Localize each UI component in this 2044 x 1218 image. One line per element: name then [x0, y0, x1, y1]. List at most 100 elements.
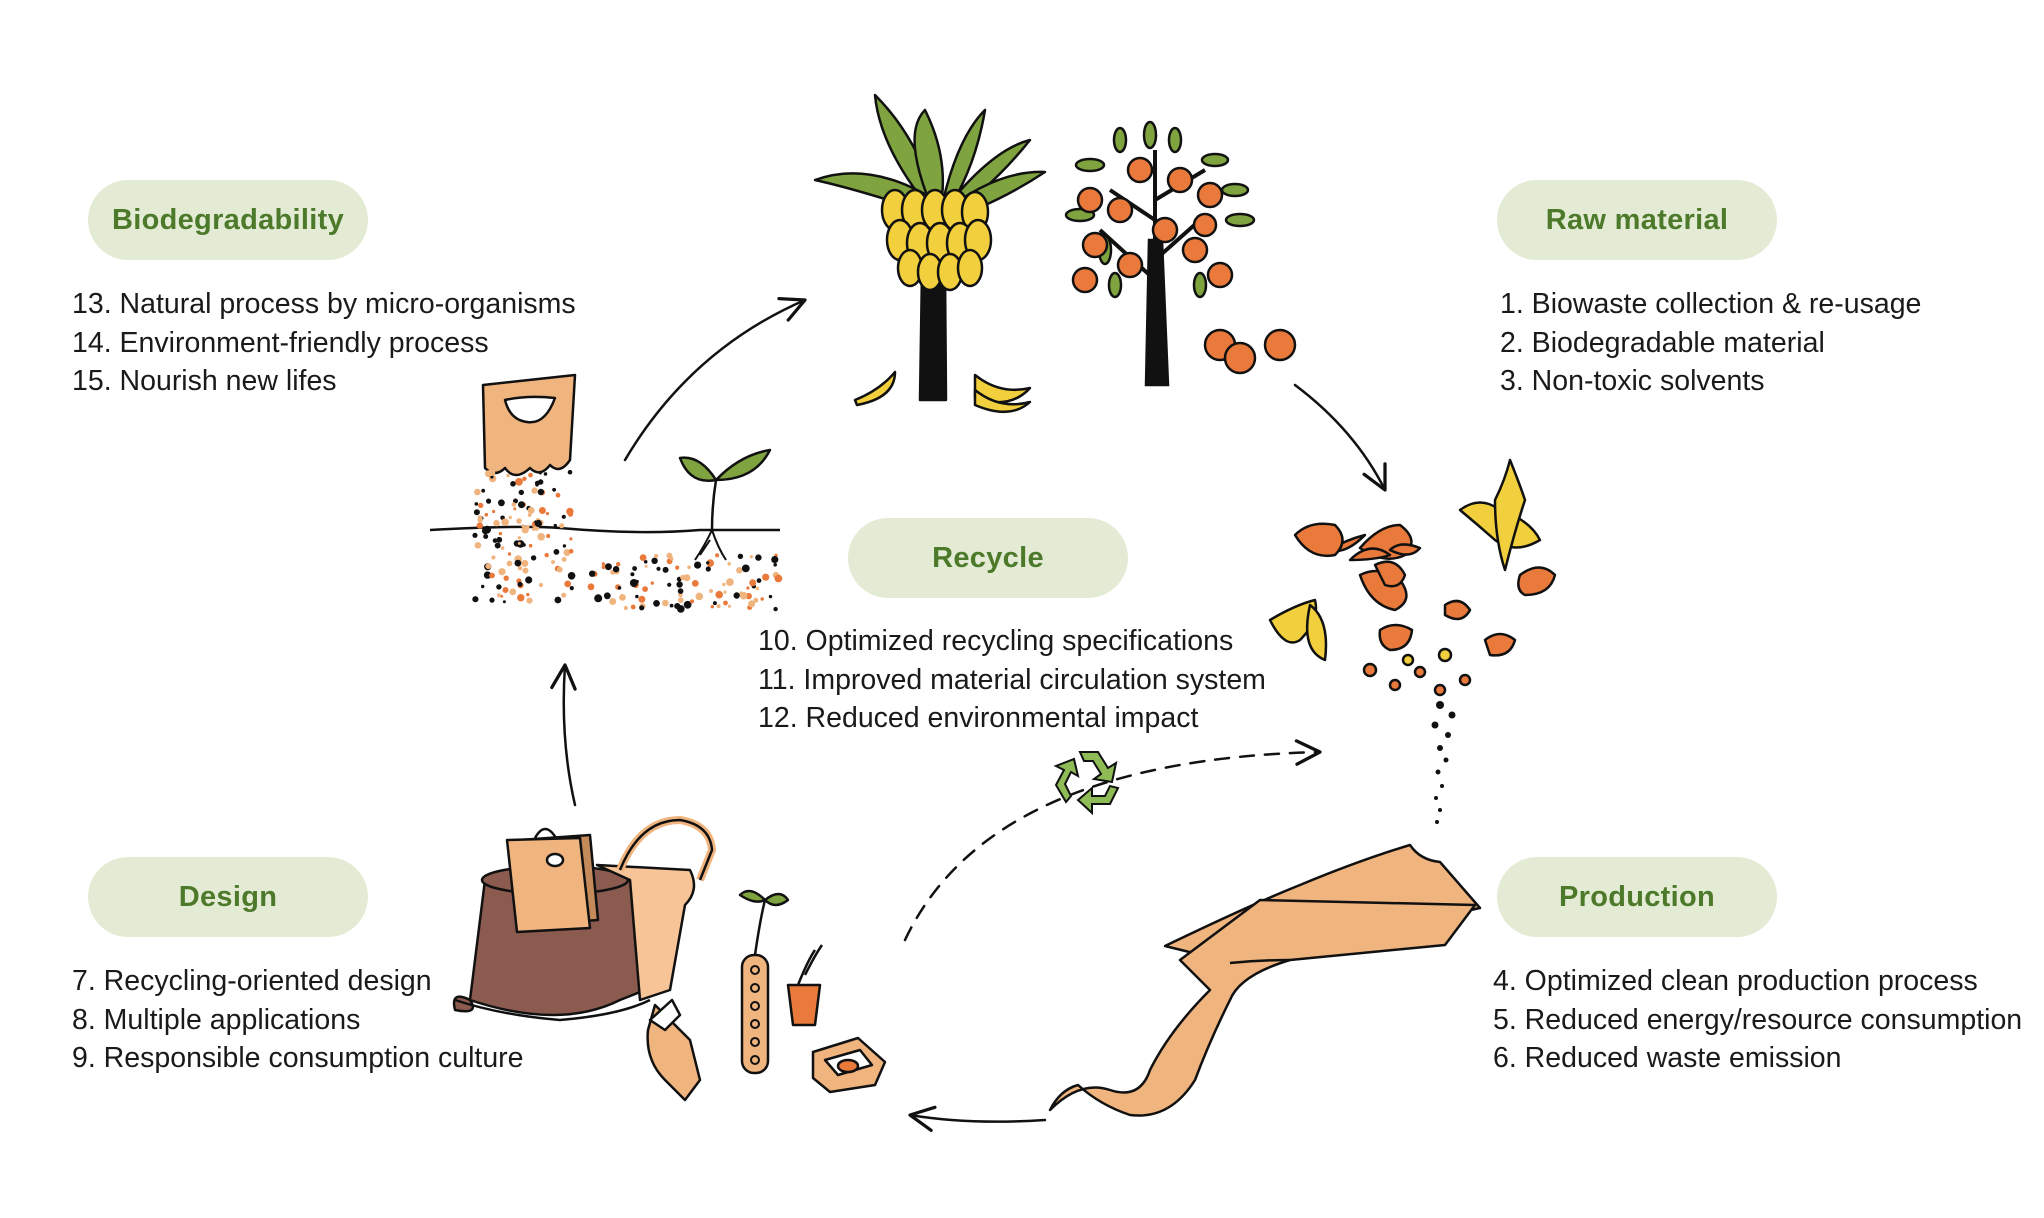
soil-particle	[726, 578, 734, 586]
soil-particle	[527, 513, 532, 517]
soil-particle	[564, 580, 572, 588]
soil-particle	[594, 594, 603, 603]
soil-particle	[635, 594, 639, 599]
soil-particle	[723, 590, 727, 594]
soil-particle	[538, 582, 544, 588]
soil-particle	[555, 492, 561, 498]
soil-particle	[506, 473, 510, 478]
soil-particle	[561, 557, 567, 562]
design-list: 7. Recycling-oriented design 8. Multiple…	[72, 962, 524, 1078]
soil-particle	[630, 604, 636, 610]
soil-particle	[481, 527, 489, 535]
list-item: 11. Improved material circulation system	[758, 663, 1266, 696]
soil-particle	[543, 472, 548, 476]
list-item: 14. Environment-friendly process	[72, 326, 489, 359]
soil-particles	[472, 468, 783, 613]
list-item: 2. Biodegradable material	[1500, 326, 1825, 359]
soil-particle	[669, 603, 674, 608]
soil-particle	[768, 594, 773, 599]
soil-particle	[531, 487, 538, 494]
soil-particle	[601, 562, 606, 566]
raw-material-pill: Raw material	[1497, 180, 1777, 260]
soil-particle	[511, 502, 517, 507]
soil-particle	[723, 600, 728, 606]
soil-particle	[478, 502, 484, 509]
soil-particle	[518, 489, 524, 496]
soil-particle	[517, 565, 523, 571]
list-item: 4. Optimized clean production process	[1493, 965, 1978, 997]
soil-particle	[506, 560, 513, 567]
soil-particle	[666, 552, 673, 559]
soil-particle	[484, 512, 489, 517]
soil-particle	[773, 563, 777, 567]
soil-particle	[762, 573, 770, 581]
soil-particle	[662, 599, 669, 607]
soil-particle	[474, 502, 479, 506]
soil-particle	[481, 488, 486, 493]
soil-particle	[545, 511, 550, 516]
soil-particle	[483, 571, 492, 579]
list-item: 9. Responsible consumption culture	[72, 1042, 524, 1074]
soil-particle	[535, 483, 539, 487]
soil-particle	[748, 600, 756, 608]
banana-tree-icon	[813, 93, 1047, 413]
soil-particle	[710, 605, 714, 609]
soil-particle	[749, 579, 757, 587]
soil-particle	[737, 553, 744, 559]
arrow-design-to-biodegradability	[550, 663, 577, 807]
soil-particle	[639, 554, 647, 561]
soil-particle	[662, 566, 669, 573]
soil-particle	[498, 531, 503, 536]
soil-particle	[518, 501, 525, 509]
soil-particle	[527, 506, 535, 514]
soil-particle	[650, 581, 654, 585]
soil-particle	[521, 559, 529, 567]
soil-particle	[567, 469, 573, 475]
soil-particle	[674, 603, 681, 610]
soil-particle	[498, 568, 506, 576]
soil-particle	[490, 475, 494, 479]
soil-particle	[498, 499, 505, 507]
soil-particle	[760, 597, 764, 601]
list-item: 1. Biowaste collection & re-usage	[1500, 288, 1922, 320]
soil-particle	[528, 543, 533, 548]
soil-particle	[485, 470, 492, 478]
products-icon	[452, 816, 887, 1102]
production-list: 4. Optimized clean production process 5.…	[1493, 962, 2022, 1078]
arrow-recycle-dashed	[903, 739, 1322, 942]
list-item: 10. Optimized recycling specifications	[758, 625, 1234, 657]
soil-particle	[706, 561, 710, 565]
soil-particle	[563, 549, 571, 556]
arrow-production-to-design	[908, 1105, 1047, 1132]
soil-particle	[683, 600, 692, 609]
soil-particle	[544, 552, 549, 558]
soil-particle	[474, 542, 482, 549]
soil-particle	[630, 572, 635, 577]
soil-particle	[712, 601, 717, 606]
production-pill: Production	[1497, 857, 1777, 937]
soil-particle	[522, 567, 529, 574]
soil-particle	[589, 570, 596, 577]
soil-particle	[537, 533, 545, 541]
biodegradability-list: 13. Natural process by micro-organisms 1…	[72, 285, 576, 401]
soil-particle	[680, 574, 686, 581]
soil-particle	[736, 567, 743, 574]
recycle-symbol-icon	[1053, 751, 1120, 816]
soil-particle	[525, 576, 533, 584]
soil-particle	[500, 546, 505, 550]
soil-particle	[774, 574, 783, 583]
soil-particle	[522, 476, 527, 481]
soil-particle	[739, 591, 748, 600]
soil-particle	[492, 509, 496, 514]
soil-particle	[675, 565, 680, 570]
soil-particle	[481, 584, 485, 589]
recycle-list: 10. Optimized recycling specifications 1…	[758, 622, 1266, 738]
soil-particle	[677, 588, 684, 594]
soil-particle	[569, 586, 574, 591]
biodegradability-pill: Biodegradability	[88, 180, 368, 260]
arrow-biodegradability-to-raw-material	[623, 296, 807, 462]
soil-particle	[546, 533, 551, 539]
soil-particle	[755, 554, 762, 561]
soil-particle	[773, 606, 778, 612]
